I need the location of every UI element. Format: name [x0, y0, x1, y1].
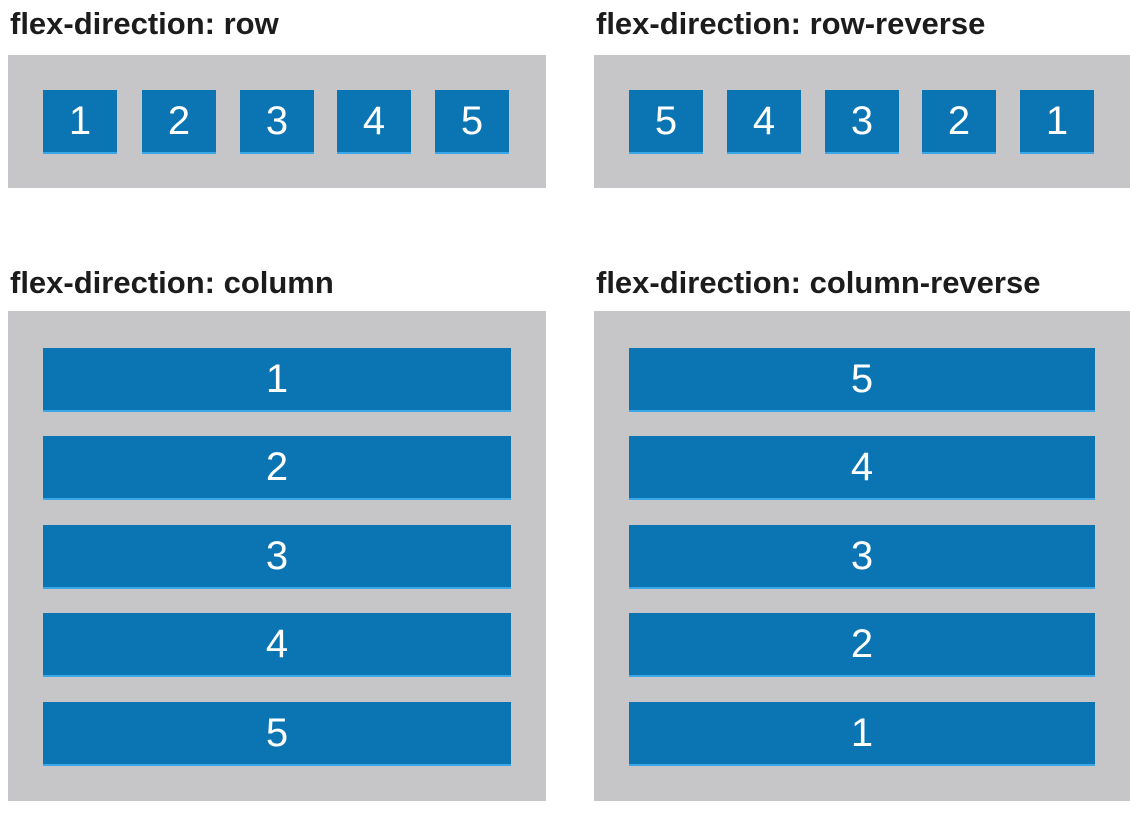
column-flex-item: 1: [43, 348, 511, 410]
column-flex-item: 4: [43, 613, 511, 675]
row-reverse-flex-container: 5 4 3 2 1: [594, 55, 1130, 188]
column-reverse-flex-item: 4: [629, 436, 1095, 498]
column-flex-item: 3: [43, 525, 511, 587]
column-reverse-panel-title: flex-direction: column-reverse: [596, 265, 1041, 300]
row-flex-item: 1: [43, 90, 117, 152]
column-flex-item: 2: [43, 436, 511, 498]
row-flex-container: 1 2 3 4 5: [8, 55, 546, 188]
row-reverse-flex-item: 5: [629, 90, 703, 152]
row-panel-title: flex-direction: row: [10, 6, 279, 41]
column-reverse-flex-item: 1: [629, 702, 1095, 764]
column-reverse-flex-item: 2: [629, 613, 1095, 675]
row-reverse-flex-item: 2: [922, 90, 996, 152]
column-flex-container: 1 2 3 4 5: [8, 311, 546, 801]
row-flex-item: 2: [142, 90, 216, 152]
row-flex-item: 3: [240, 90, 314, 152]
column-reverse-flex-item: 5: [629, 348, 1095, 410]
row-flex-item: 5: [435, 90, 509, 152]
row-reverse-flex-item: 3: [825, 90, 899, 152]
column-reverse-flex-item: 3: [629, 525, 1095, 587]
row-reverse-flex-item: 4: [727, 90, 801, 152]
column-panel-title: flex-direction: column: [10, 265, 334, 300]
row-reverse-panel-title: flex-direction: row-reverse: [596, 6, 986, 41]
column-reverse-flex-container: 5 4 3 2 1: [594, 311, 1130, 801]
column-flex-item: 5: [43, 702, 511, 764]
row-reverse-flex-item: 1: [1020, 90, 1094, 152]
row-flex-item: 4: [337, 90, 411, 152]
